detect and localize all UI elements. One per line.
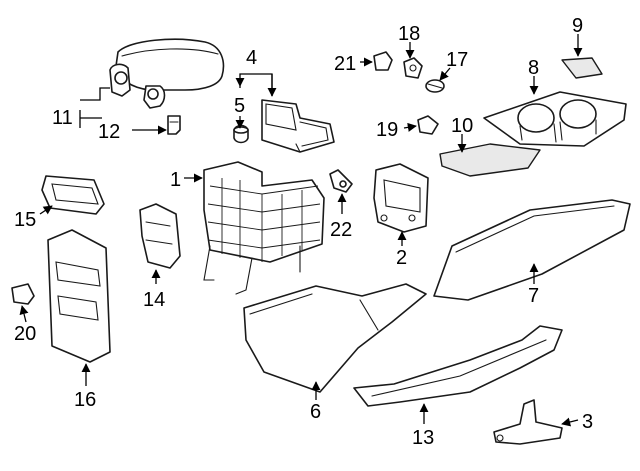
callout-15: 15: [14, 209, 36, 231]
air-duct-part: [353, 325, 563, 407]
armrest-lid-part: [109, 38, 225, 109]
cup-holder-panel-part: [483, 91, 627, 147]
callout-labels: 1 2 3 4 5 6 7 8 9 10 11 12 13 14 15 16 1…: [14, 15, 593, 449]
lower-mat-part: [439, 143, 541, 177]
button-part: [417, 115, 439, 135]
callout-8: 8: [528, 57, 539, 79]
callout-1: 1: [170, 169, 181, 191]
callout-21: 21: [334, 53, 356, 75]
tray-mat-part: [561, 57, 603, 79]
callout-11: 11: [52, 107, 73, 129]
callout-5: 5: [234, 95, 245, 117]
callout-19: 19: [376, 119, 398, 141]
callout-22: 22: [330, 219, 352, 241]
callout-9: 9: [572, 15, 583, 37]
side-bracket-part: [139, 203, 181, 269]
callout-20: 20: [14, 323, 36, 345]
front-panel-part: [47, 229, 111, 363]
console-tray-part: [261, 99, 335, 153]
switch-cap-part: [373, 51, 393, 71]
bulb-part: [425, 79, 445, 93]
callout-14: 14: [143, 289, 165, 311]
callout-6: 6: [310, 401, 321, 423]
socket-part: [403, 57, 423, 79]
knob-part: [233, 124, 249, 144]
console-box-frame-part: [203, 161, 325, 295]
callout-10: 10: [451, 115, 473, 137]
callout-16: 16: [74, 389, 96, 411]
callout-2: 2: [396, 247, 407, 269]
callout-3: 3: [582, 411, 593, 433]
callout-17: 17: [446, 49, 468, 71]
console-right-panel-part: [433, 199, 631, 301]
callout-12: 12: [98, 121, 120, 143]
lower-bracket-part: [493, 399, 563, 445]
console-side-panel-part: [243, 283, 427, 393]
leader-lines: [19, 34, 583, 427]
callout-4: 4: [246, 47, 257, 69]
callout-18: 18: [398, 23, 420, 45]
small-switch-part: [11, 283, 35, 305]
lid-clip-part: [167, 115, 181, 135]
sensor-connector-part: [329, 169, 353, 193]
mount-bracket-part: [373, 163, 429, 233]
switch-trim-part: [41, 175, 105, 215]
callout-7: 7: [528, 285, 539, 307]
callout-13: 13: [412, 427, 434, 449]
